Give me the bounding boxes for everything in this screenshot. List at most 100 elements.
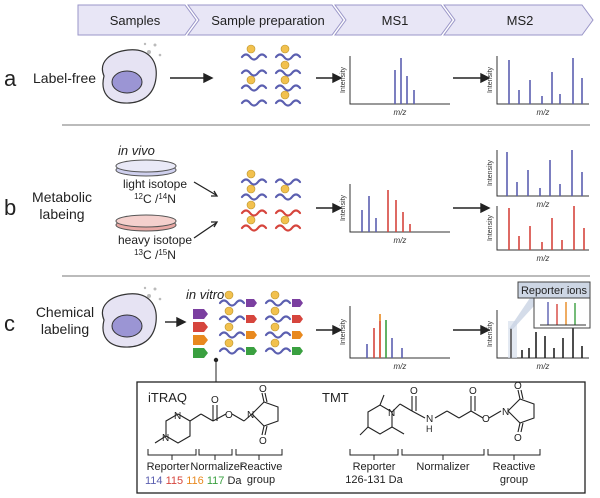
peptide-strand [240,99,268,107]
peptide-strand [274,193,302,201]
header-step-sample-preparation [187,4,344,36]
phospho-site-icon [270,338,280,348]
itraq-reactive-label-line1: Reactive [240,461,283,473]
peptide-strand [218,331,246,339]
row-b-label-line2: labeing [39,206,84,222]
peptide [264,306,303,323]
peptide [240,69,268,77]
heavy-isotope-label: heavy isotope [118,233,192,247]
spectrum-y-label: Intensity [487,66,494,93]
peptide [240,169,268,186]
peptide [264,338,303,355]
itraq-atom-o3: O [259,384,267,395]
cell-illustration-row-a [101,42,162,104]
phospho-site-icon [280,75,290,85]
peptide [240,184,268,201]
itraq-mass-117: 117 [207,475,225,487]
tmt-atom-h: H [426,424,433,434]
spectrum-axes [349,56,450,105]
header-samples-label: Samples [110,13,161,28]
phospho-site-icon [246,215,256,225]
peptide-strand [218,299,246,307]
peptide-tag [292,299,303,307]
reagent-structures-box [136,381,586,494]
phospho-site-icon [280,90,290,100]
light-isotope-dish [115,159,177,177]
itraq-reporter-masses: 114 115 116 117 Da [145,475,242,487]
peptide-strand [240,53,268,61]
peptide [240,99,268,107]
spectrum-y-label: Intensity [487,320,494,347]
peptide [274,44,302,61]
tmt-atom-n1: N [388,408,395,419]
phospho-site-icon [270,290,280,300]
peptide-tag [246,347,257,355]
phospho-site-icon [270,322,280,332]
peptide [274,178,302,186]
light-mass-c: 12 [134,192,143,201]
itraq-name: iTRAQ [148,390,187,405]
itraq-brackets [147,449,283,460]
phospho-site-icon [224,306,234,316]
peptide [218,322,257,339]
peptide [274,215,302,232]
tmt-atom-n2: N [426,414,433,425]
peptide-tag [292,315,303,323]
tmt-atom-o5: O [514,433,522,444]
tmt-atom-n3: N [502,407,509,418]
light-isotope-label: light isotope [123,177,187,191]
spectrum-x-label: m/z [394,236,407,245]
peptide [240,215,268,232]
reporter-ions-inset: Reporter ions [509,281,591,329]
tmt-reactive-label-line2: group [500,474,528,486]
spectrum-y-label: Intensity [487,214,494,241]
peptide-illustrations [218,44,303,355]
phospho-site-icon [246,200,256,210]
header-step-samples [77,4,197,36]
peptide-tag [292,347,303,355]
heavy-isotope-dish [115,214,177,232]
peptide-strand [240,84,268,92]
light-element-c: C / [143,192,159,206]
process-arrows [165,72,491,336]
spectrum-x-label: m/z [537,362,550,371]
row-c-letter: c [4,311,15,336]
tmt-structure [359,389,535,436]
peptide [264,322,303,339]
ms2-spectrum-chemical: Intensity m/z [487,310,589,371]
row-a-label: Label-free [33,70,96,86]
spectrum-axes [496,56,589,105]
row-b-label-line1: Metabolic [32,189,92,205]
heavy-element-c: C / [143,248,159,262]
phospho-site-icon [280,60,290,70]
phospho-site-icon [246,75,256,85]
peptide [264,290,303,307]
itraq-structure [154,392,279,444]
row-c-label-line1: Chemical [36,304,94,320]
phospho-site-icon [246,44,256,54]
peptide [240,200,268,217]
peptide-strand [240,69,268,77]
itraq-atom-n3: N [247,410,254,421]
spectrum-x-label: m/z [537,254,550,263]
itraq-atom-n2: N [162,433,169,444]
in-vitro-label: in vitro [186,287,224,302]
peptide-strand [274,53,302,61]
peptide [274,209,302,217]
row-c-label-line2: labeling [41,321,89,337]
peptide [218,290,257,307]
peptide-strand [274,69,302,77]
phospho-site-icon [280,184,290,194]
tmt-atom-o1: O [410,386,418,397]
spectrum-axes [496,150,589,197]
header-step-ms2 [443,4,594,36]
peptide [218,338,257,355]
dish-arrows [193,181,219,239]
spectrum-x-label: m/z [394,108,407,117]
peptide [274,184,302,201]
tmt-atom-o2: O [469,386,477,397]
peptide-strand [274,224,302,232]
itraq-mass-unit: Da [227,475,242,487]
